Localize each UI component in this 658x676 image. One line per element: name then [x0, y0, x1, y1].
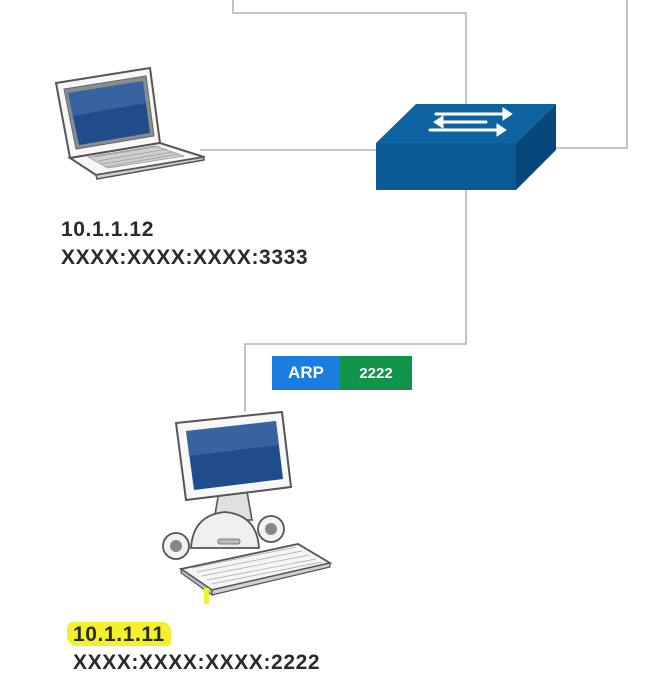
network-cables — [200, 0, 628, 412]
desktop-computer-icon — [162, 410, 333, 597]
laptop-ip-address: 10.1.1.12 — [61, 218, 154, 241]
arp-mac-suffix: 2222 — [340, 356, 412, 390]
cable-switch-desktop — [244, 190, 467, 412]
cable-top-left — [232, 0, 467, 118]
desktop-ip-address: 10.1.1.11 — [67, 622, 171, 647]
laptop-icon — [54, 66, 205, 180]
desktop-ip-highlight: 10.1.1.11 — [67, 622, 171, 646]
cable-top-right — [556, 0, 628, 149]
cursor-marker — [204, 588, 209, 604]
arp-packet-tag: ARP 2222 — [272, 356, 412, 390]
laptop-mac-address: XXXX:XXXX:XXXX:3333 — [61, 246, 309, 269]
arp-protocol-label: ARP — [272, 356, 340, 390]
desktop-mac-address: XXXX:XXXX:XXXX:2222 — [73, 651, 321, 674]
network-switch-icon — [376, 104, 556, 190]
